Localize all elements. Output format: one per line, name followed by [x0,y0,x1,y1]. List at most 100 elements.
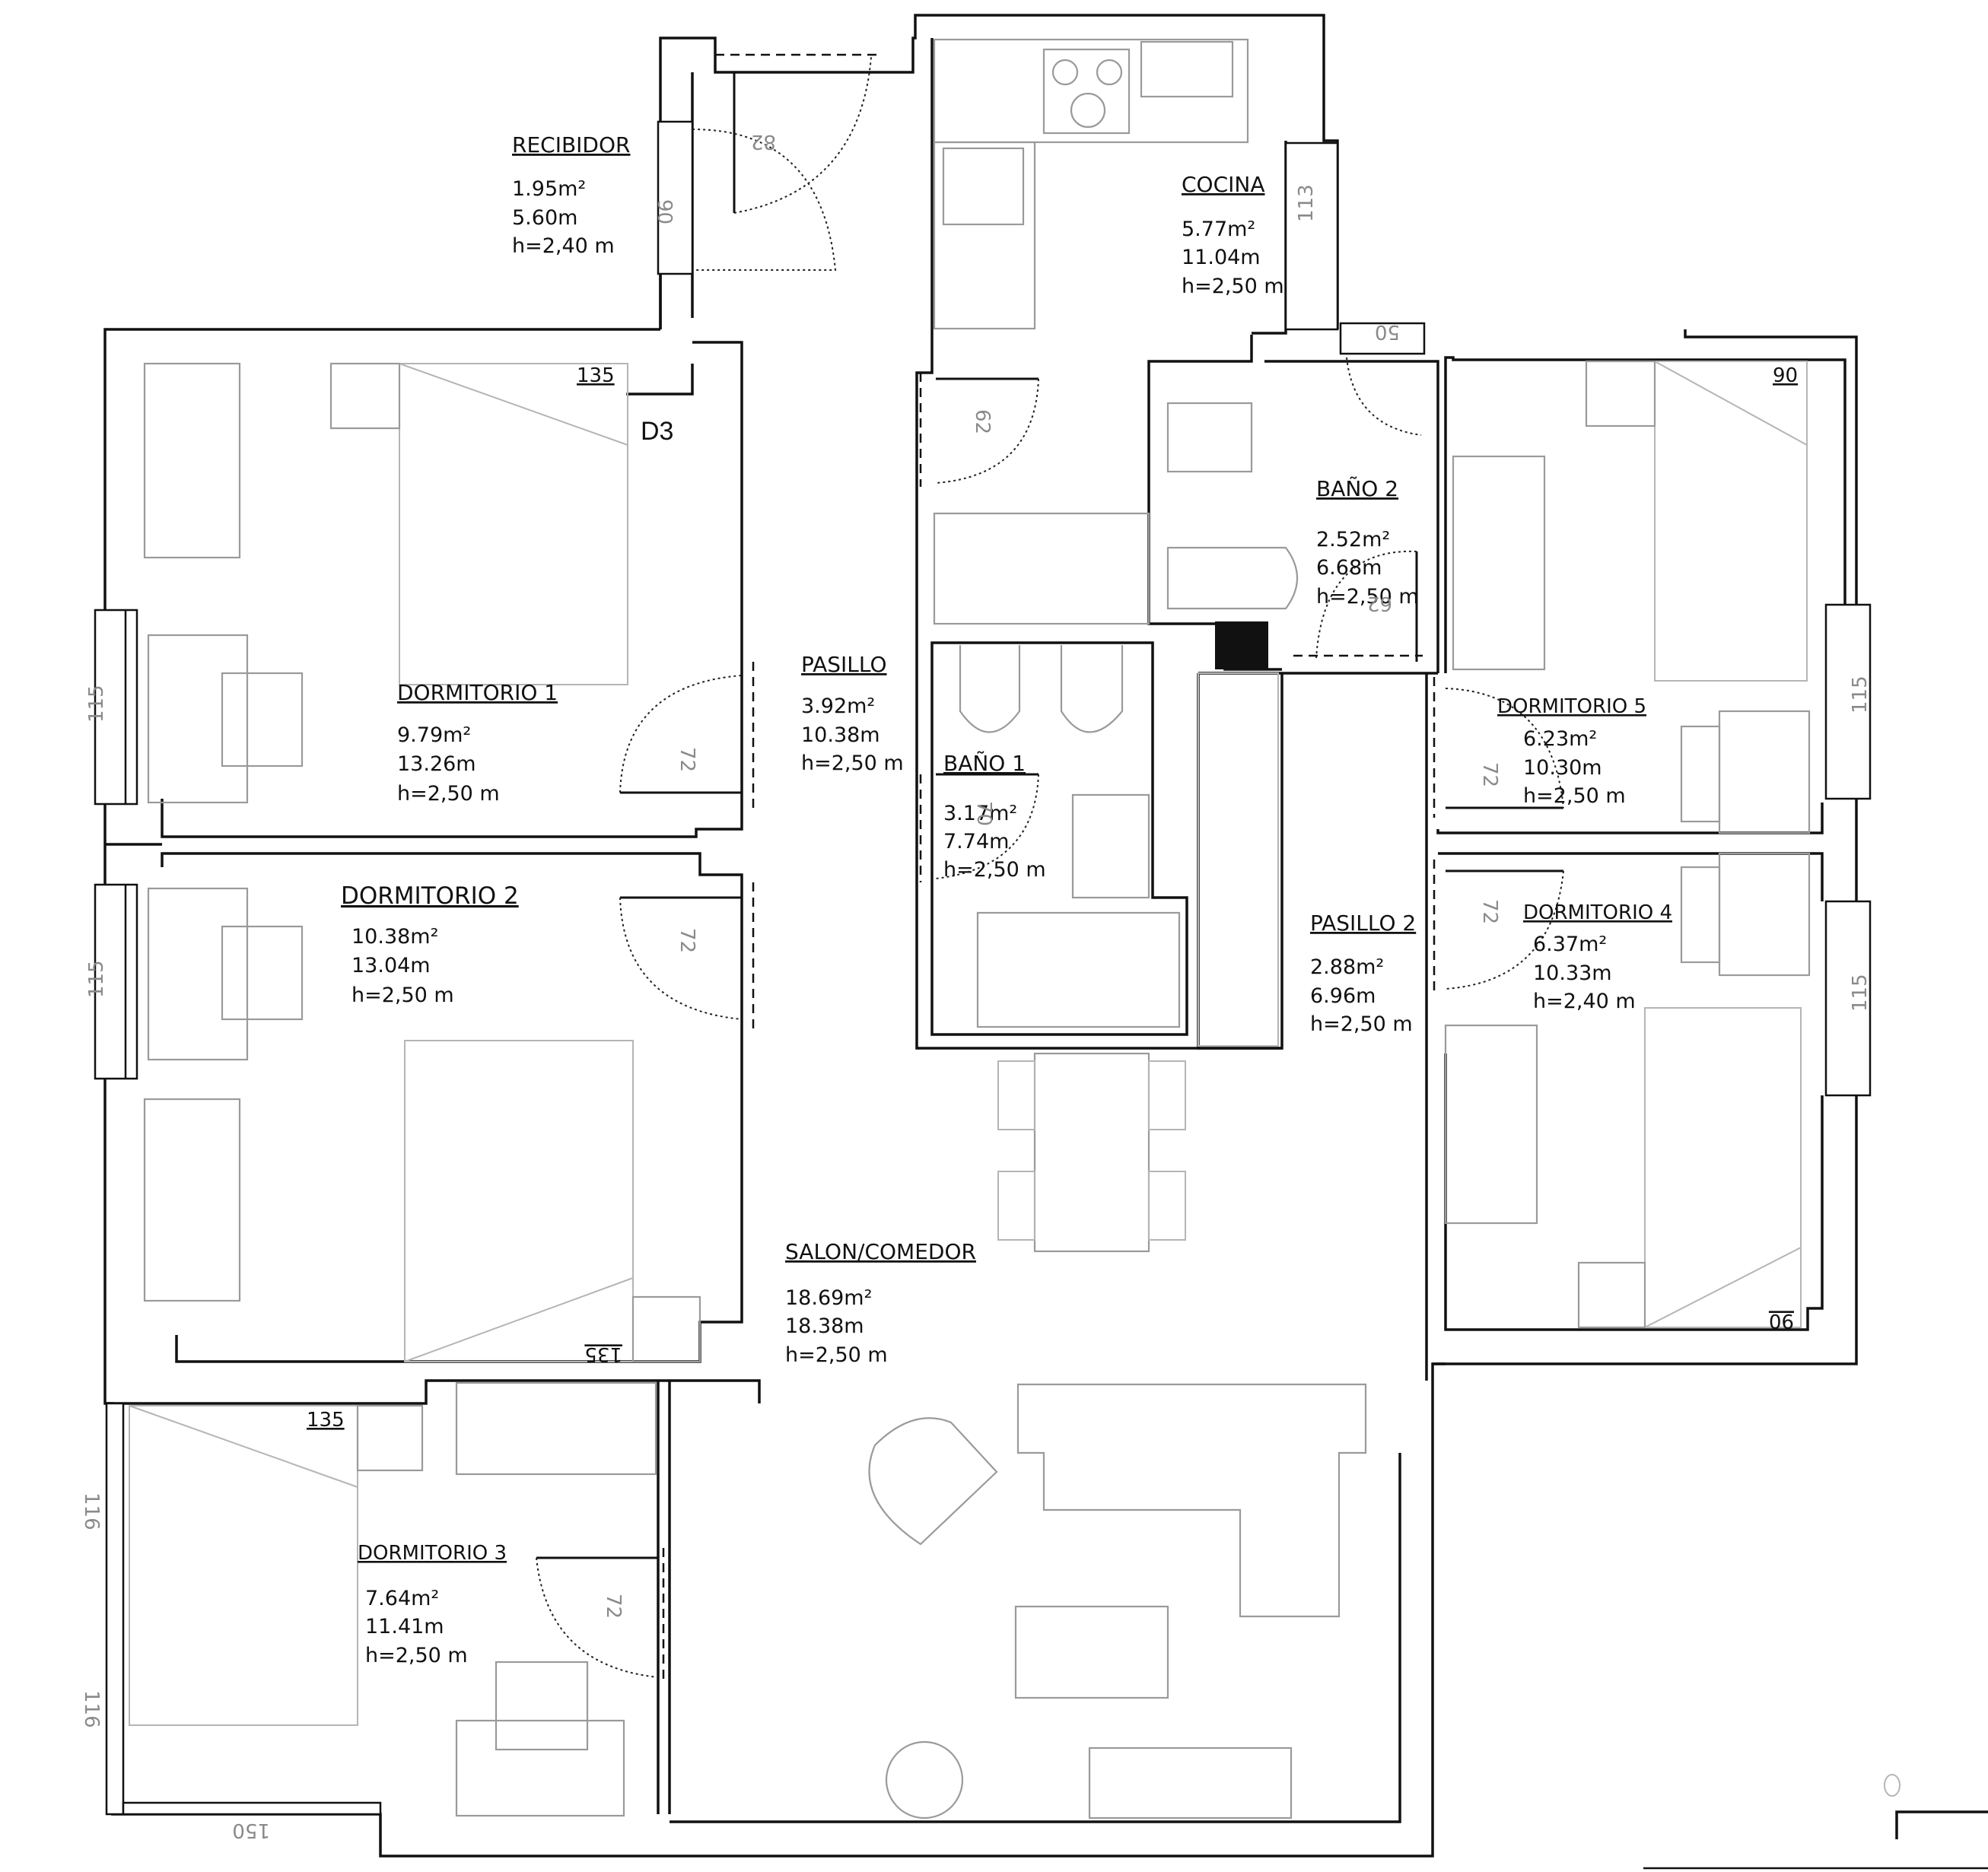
entrance-door-arc [733,56,872,214]
dorm2-bed-fold [404,1277,634,1362]
dormitorio2-perimeter: 13.04m [351,954,431,977]
dorm3-nightstand [356,1404,424,1472]
pasillo-area: 3.92m² [801,694,875,718]
dormitorio2-height: h=2,50 m [351,984,454,1007]
dim-dorm4-bed: 90 [1769,1309,1794,1332]
dorm5-bottom [1436,803,1824,834]
dorm4-wardrobe [1444,1024,1538,1225]
dormitorio1-perimeter: 13.26m [397,752,476,776]
dorm4-nightstand [1577,1261,1646,1329]
bano1-area: 3.17m² [943,802,1017,825]
pasillo-perimeter: 10.38m [801,723,880,747]
dorm2-bed [404,1040,634,1362]
dorm4-chair [1680,866,1721,964]
dining-table [1033,1052,1150,1253]
windows [94,120,1872,1816]
pasillo-height: h=2,50 m [801,752,904,775]
dormitorio4-name: DORMITORIO 4 [1523,901,1672,924]
burner-icon [1070,92,1106,129]
dormitorio4-area: 6.37m² [1533,933,1607,956]
dormitorio5-name: DORMITORIO 5 [1497,695,1646,718]
dorm2-chair [221,925,304,1021]
dorm1-bed [399,363,628,685]
doors [536,53,1564,1685]
dorm5-desk [1718,710,1811,834]
bath2-door-arc-top [1346,357,1422,436]
dormitorio3-area: 7.64m² [365,1587,439,1610]
kitchen-door-arc [935,378,1039,484]
hall2-wall [1197,673,1283,1050]
dorm2-door-arc [619,897,743,1020]
salon-perimeter: 18.38m [785,1314,864,1338]
dim-dorm3-window-1: 116 [80,1492,103,1530]
dim-dorm1-window: 115 [85,685,108,723]
dorm2-nightstand [631,1295,701,1363]
bath1-bidet [959,645,1021,733]
dorm3-bed-fold [129,1405,358,1488]
dormitorio2-area: 10.38m² [351,925,438,949]
bano2-name: BAÑO 2 [1316,476,1398,501]
dim-dorm2-window: 115 [85,960,108,998]
kitchen-wall [915,38,1282,1050]
dim-dorm5-bed: 90 [1773,364,1798,387]
cocina-name: COCINA [1182,172,1265,197]
dining-chair [1148,1171,1186,1241]
window-kitchen [1284,141,1339,331]
window-dorm2 [94,883,138,1080]
cocina-height: h=2,50 m [1182,275,1284,298]
dorm4-bed [1644,1007,1802,1328]
dormitorio3-perimeter: 11.41m [365,1615,444,1638]
dorm2-desk [147,887,249,1061]
dorm4-door-arc [1445,870,1564,990]
dim-dorm3-window-bottom: 150 [232,1819,270,1842]
dormitorio5-area: 6.23m² [1523,727,1597,751]
cocina-area: 5.77m² [1182,218,1255,241]
burner-icon [1051,59,1079,86]
bano1-name: BAÑO 1 [943,751,1026,776]
outer-wall-left [103,328,1446,1858]
dim-kitchen-door: 62 [971,409,994,434]
kitchen-right [1252,141,1287,335]
dorm3-chair [495,1661,589,1751]
pasillo2-area: 2.88m² [1310,955,1384,979]
dorm5-nightstand [1585,360,1656,427]
labels: D3 RECIBIDOR 1.95m² 5.60m h=2,40 m COCIN… [341,132,1672,1667]
recibidor-perimeter: 5.60m [512,206,577,230]
dorm1-chair [221,672,304,768]
plan-tag: D3 [641,417,673,446]
bath2-toilet [1166,546,1299,610]
dim-recibidor-window: 90 [653,199,676,224]
bath1-wall [930,641,1188,1036]
kitchen-counter-bottom [933,512,1150,625]
kitchen-counter-left [933,141,1036,330]
dim-dorm1-bed: 135 [577,364,615,387]
window-dorm1 [94,609,138,806]
recibidor-area: 1.95m² [512,177,586,201]
dim-dorm4-window: 115 [1849,974,1872,1012]
recibidor-height: h=2,40 m [512,234,615,258]
dormitorio2-name: DORMITORIO 2 [341,882,519,910]
salon-name: SALON/COMEDOR [785,1239,976,1264]
entrance-wall [659,14,1339,329]
frame-corner [1895,1810,1988,1839]
plant-pot [885,1740,964,1820]
dorm5-chair [1680,725,1721,823]
pasillo2-perimeter: 6.96m [1310,984,1376,1008]
dorm5-wall [1444,356,1846,673]
dorm3-wall [105,1379,761,1405]
recibidor-name: RECIBIDOR [512,132,630,157]
coffee-table [1014,1605,1169,1699]
fixture-fragment [1884,1774,1901,1797]
dim-bath1-door: 70 [972,801,995,826]
bath1-tub [976,911,1181,1028]
hall2-cabinet [1198,672,1279,1047]
dorm5-wardrobe [1452,455,1546,671]
dorm2-wall [161,852,743,1363]
dorm5-bed-fold [1654,361,1808,446]
dim-dorm3-bed: 135 [307,1409,345,1432]
bath2-door-arc [1315,550,1417,659]
bath2-sink [1166,402,1253,473]
dim-dorm2-bed: 135 [584,1343,622,1365]
dorm3-desk [455,1719,625,1817]
dorm1-door-arc [619,675,743,793]
